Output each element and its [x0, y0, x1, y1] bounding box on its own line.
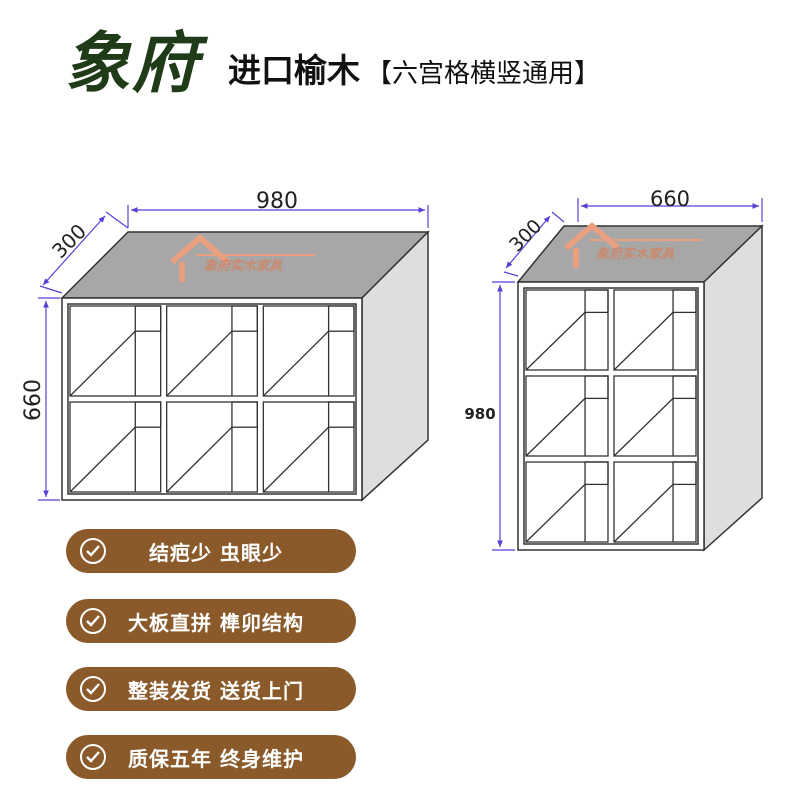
feature-badge-3: 整装发货 送货上门 [66, 667, 356, 711]
cabinet-cell [262, 401, 355, 493]
cabinet-cell [166, 305, 258, 397]
check-icon [80, 608, 106, 634]
horizontal-cabinet [60, 230, 430, 502]
watermark-text: 象府实木家具 [204, 258, 283, 274]
feature-text: 大板直拼 榫卯结构 [128, 610, 304, 635]
feature-text: 质保五年 终身维护 [128, 746, 304, 771]
horizontal-dimensions [38, 205, 429, 501]
cabinet-cell [69, 305, 162, 397]
check-icon [80, 676, 106, 702]
cabinet-cell [166, 401, 258, 493]
cabinet-cell [525, 289, 609, 371]
vertical-cells [525, 289, 697, 543]
vertical-dimensions [492, 198, 763, 551]
watermark-logo-2: 象府实木家具 [564, 222, 702, 268]
dimension-depth-label: 300 [47, 219, 91, 263]
vertical-cabinet [516, 224, 764, 552]
feature-text: 结疤少 虫眼少 [149, 540, 283, 565]
feature-badge-1: 结疤少 虫眼少 [66, 529, 356, 573]
dimension-height-label: 660 [21, 379, 46, 421]
horizontal-cells [69, 305, 355, 493]
cabinet-cell [613, 375, 697, 457]
page-title: 进口榆木【六宫格横竖通用】 [228, 54, 600, 87]
title-main: 进口榆木 [228, 51, 360, 90]
dimension-width-label: 660 [650, 187, 690, 211]
check-icon [80, 538, 106, 564]
cabinet-cell [262, 305, 355, 397]
dimension-height-label: 980 [464, 405, 495, 423]
cabinet-cell [613, 461, 697, 543]
feature-badge-4: 质保五年 终身维护 [66, 735, 356, 779]
watermark-text: 象府实木家具 [596, 246, 675, 262]
brand-logo: 象府 [64, 24, 200, 102]
dimension-width-label: 980 [256, 189, 298, 214]
feature-text: 整装发货 送货上门 [128, 678, 304, 703]
dimension-depth-label: 300 [505, 215, 546, 256]
cabinet-cell [69, 401, 162, 493]
cabinet-cell [613, 289, 697, 371]
title-subtitle: 【六宫格横竖通用】 [366, 59, 601, 89]
cabinet-cell [525, 461, 609, 543]
feature-badge-2: 大板直拼 榫卯结构 [66, 599, 356, 643]
watermark-logo-1: 象府实木家具 [170, 234, 315, 282]
cabinet-cell [525, 375, 609, 457]
check-icon [80, 744, 106, 770]
